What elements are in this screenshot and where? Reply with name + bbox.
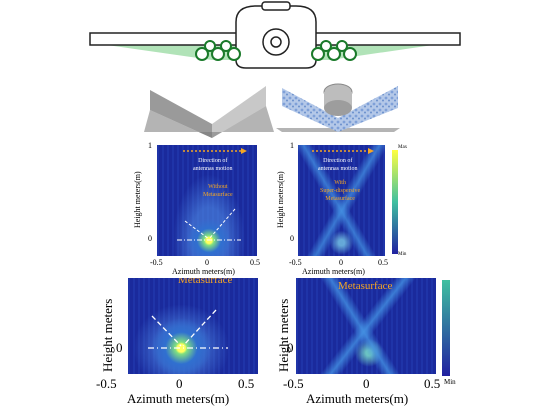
target-with-metasurface (276, 83, 400, 132)
ytick-top-right-1: 1 (290, 141, 294, 150)
case-text-bottom-right: Metasurface (338, 280, 393, 292)
heatmap-top-left: Direction of antennas motion Without Met… (157, 145, 257, 256)
xtick-bottom-left-zero: 0 (176, 376, 183, 391)
xtick-bottom-right-zero: 0 (363, 376, 370, 391)
xtick-top-right-neg: -0.5 (289, 258, 302, 267)
colorbar-bottom (442, 280, 450, 376)
dashed-guide-left (184, 220, 210, 240)
xtick-bottom-left-neg: -0.5 (96, 376, 117, 391)
ytick-top-left-0: 0 (148, 234, 152, 243)
case-text-top-right: With Super-dispersive Metasurface (320, 180, 361, 202)
colorbar-bottom-min: Min (444, 378, 456, 386)
antenna-group-right (311, 40, 357, 61)
colorbar-top (392, 150, 398, 254)
colorbar-top-min: Min (398, 252, 407, 257)
xlabel-top-right: Azimuth meters(m) (302, 267, 365, 276)
xtick-bottom-left-pos: 0.5 (238, 376, 255, 391)
xtick-top-right-pos: 0.5 (378, 258, 388, 267)
xlabel-top-left: Azimuth meters(m) (172, 267, 235, 276)
ytick-bottom-left-0: 0 (116, 340, 123, 355)
ytick-bottom-right-0: 0 (287, 340, 294, 355)
target-without-metasurface (144, 86, 274, 138)
heatmap-bottom-right: Metasurface (296, 278, 436, 374)
xtick-top-left-pos: 0.5 (250, 258, 260, 267)
ytick-top-right-0: 0 (290, 234, 294, 243)
ytick-top-left-1: 1 (148, 141, 152, 150)
aircraft-schematic (89, 1, 461, 138)
motion-text-top-right: Direction of antennas motion (318, 158, 358, 172)
antenna-group-left (195, 40, 241, 61)
xtick-top-right-zero: 0 (339, 258, 343, 267)
colorbar-top-max: Max (398, 145, 408, 150)
ylabel-top-right: Height meters(m) (276, 171, 285, 228)
motion-text-top-left: Direction of antennas motion (193, 158, 233, 172)
case-text-top-left: Without Metasurface (203, 184, 233, 198)
ylabel-top-left: Height meters(m) (133, 171, 142, 228)
xtick-top-left-neg: -0.5 (150, 258, 163, 267)
xlabel-bottom-right: Azimuth meters(m) (306, 391, 409, 406)
ylabel-bottom-right: Height meters (276, 298, 291, 372)
heatmap-bottom-left: Metasurface (128, 278, 258, 374)
dashed-guide-right (208, 208, 236, 240)
heatmap-top-right: Direction of antennas motion With Super-… (298, 145, 385, 256)
ylabel-bottom-left: Height meters (100, 298, 115, 372)
xtick-bottom-right-pos: 0.5 (424, 376, 441, 391)
xtick-bottom-right-neg: -0.5 (283, 376, 304, 391)
xlabel-bottom-left: Azimuth meters(m) (127, 391, 230, 406)
xtick-top-left-zero: 0 (205, 258, 209, 267)
case-text-bottom-left: Metasurface (178, 278, 233, 286)
